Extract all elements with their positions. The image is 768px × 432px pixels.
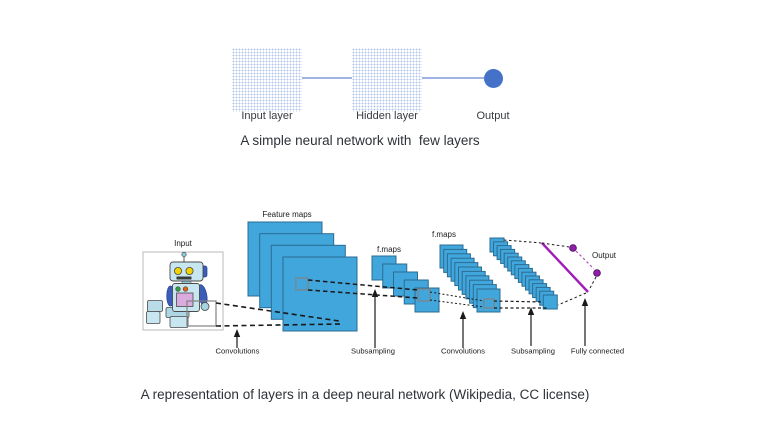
hidden-layer-label: Hidden layer xyxy=(356,110,418,122)
deep-network-caption: A representation of layers in a deep neu… xyxy=(140,387,590,402)
robot-antenna-ball xyxy=(181,251,187,258)
robot-left-leg xyxy=(147,300,163,312)
cnn-input-label: Input xyxy=(174,239,193,248)
robot-orange-button xyxy=(182,286,189,292)
output-node-2 xyxy=(593,269,601,277)
stage-arrows xyxy=(233,289,589,348)
feature-maps-label: Feature maps xyxy=(262,210,311,219)
input-receptive-field xyxy=(186,300,217,327)
robot-illustration xyxy=(146,251,210,328)
input-layer-label: Input layer xyxy=(241,110,293,122)
fmaps2-stack xyxy=(439,244,501,313)
fmaps2-receptive-field xyxy=(483,298,495,309)
robot-front-foot xyxy=(169,316,189,328)
fmaps1-label: f.maps xyxy=(377,245,401,254)
cnn-output-label: Output xyxy=(592,251,617,260)
deep-network-diagram: Input Feature maps f.maps xyxy=(142,210,624,356)
output-label: Output xyxy=(476,110,510,122)
input-image xyxy=(142,251,224,331)
robot-right-eye xyxy=(185,267,194,276)
robot-left-foot xyxy=(146,311,161,324)
feature-maps-stack xyxy=(247,221,358,332)
simple-network-caption: A simple neural network with few layers xyxy=(240,133,480,148)
fully-connected-line xyxy=(541,242,589,293)
robot-green-button xyxy=(175,286,181,292)
connector-line-1 xyxy=(302,77,352,79)
robot-left-eye xyxy=(174,267,183,276)
hidden-layer-block xyxy=(352,48,422,112)
input-layer-block xyxy=(232,48,302,112)
dashed-connections xyxy=(215,239,597,327)
fmaps2-label: f.maps xyxy=(432,230,456,239)
stage-label-fully-connected: Fully connected xyxy=(571,347,624,356)
fmaps1-stack xyxy=(371,255,440,313)
stage-label-convolutions-1: Convolutions xyxy=(216,347,260,356)
robot-screen xyxy=(176,292,194,307)
fmaps1-receptive-field xyxy=(417,288,431,302)
output-dashed-link xyxy=(575,250,595,270)
connector-line-2 xyxy=(422,77,484,79)
output-node-1 xyxy=(569,244,577,252)
stage-label-convolutions-2: Convolutions xyxy=(441,347,485,356)
robot-fist xyxy=(200,302,210,311)
subsampled-stack xyxy=(489,237,558,310)
stage-label-subsampling-2: Subsampling xyxy=(511,347,555,356)
stage-label-subsampling-1: Subsampling xyxy=(351,347,395,356)
robot-mouth xyxy=(176,276,192,280)
output-node xyxy=(484,69,503,88)
featuremap-receptive-field xyxy=(295,277,309,291)
